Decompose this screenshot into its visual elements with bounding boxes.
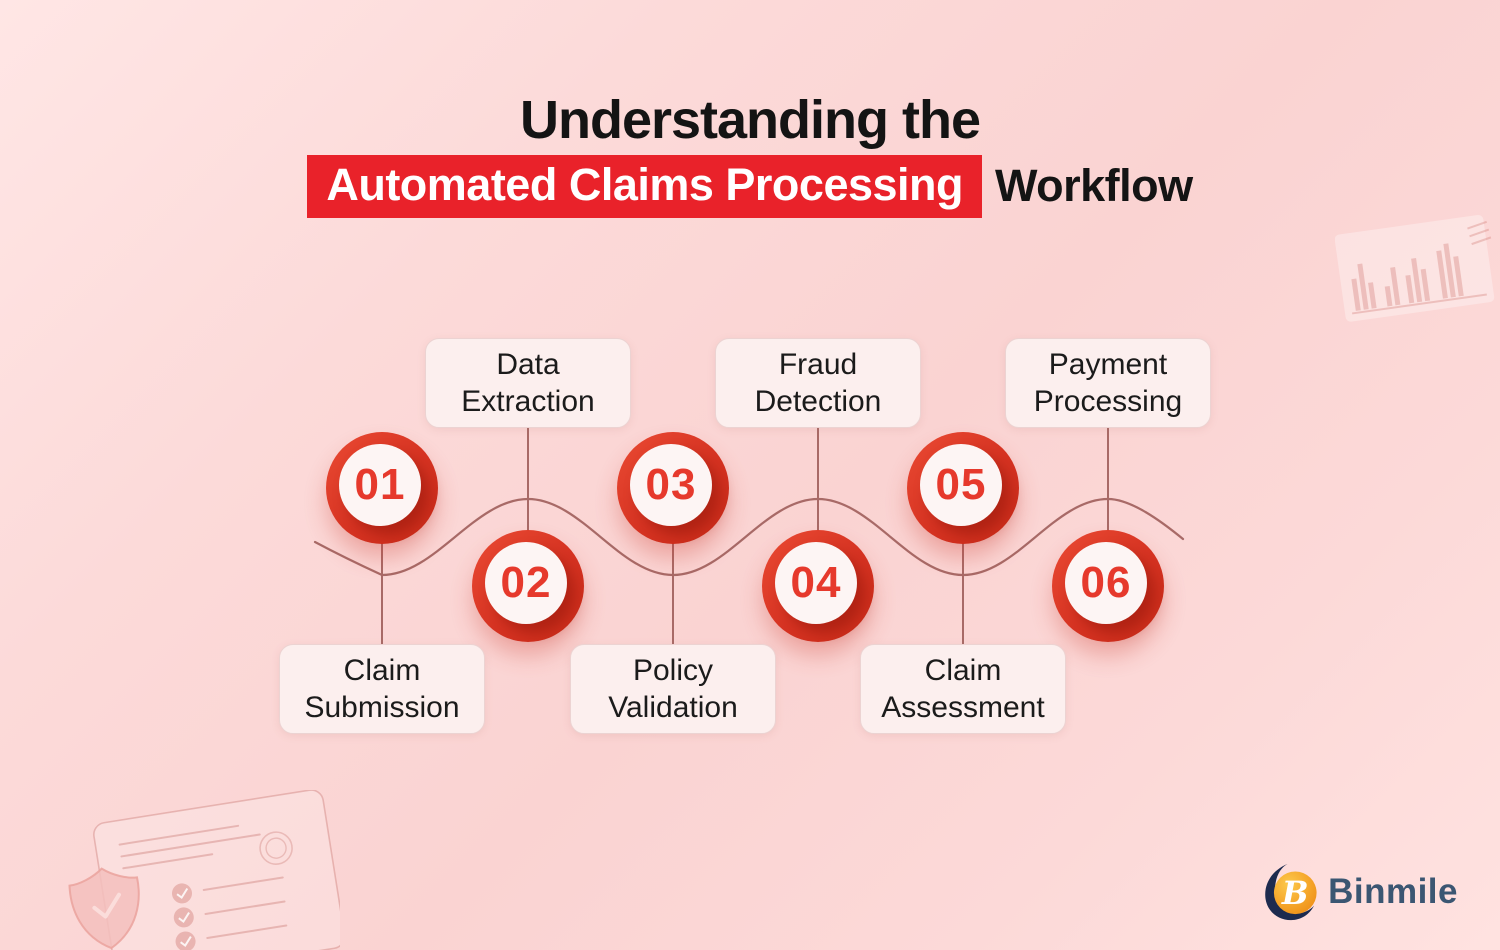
title-line2: Automated Claims Processing Workflow [0, 154, 1500, 218]
step-number-04: 04 [790, 558, 842, 607]
brand-logo: B Binmile [1262, 862, 1458, 922]
step-circle-05-inner: 05 [920, 444, 1002, 526]
step-label-claim-submission: Claim Submission [279, 644, 485, 734]
step-label-claim-assessment: Claim Assessment [860, 644, 1066, 734]
bar-chart-icon [1335, 214, 1495, 322]
step-circle-04: 04 [762, 530, 874, 642]
workflow-wave [313, 497, 1185, 577]
page-title: Understanding the Automated Claims Proce… [0, 92, 1500, 218]
step-label-data-extraction: Data Extraction [425, 338, 631, 428]
step-circle-03: 03 [617, 432, 729, 544]
binmile-logo-icon: B [1265, 863, 1317, 921]
title-line1: Understanding the [519, 90, 981, 150]
step-circle-04-inner: 04 [775, 542, 857, 624]
step-number-01: 01 [354, 460, 406, 509]
title-highlight: Automated Claims Processing [307, 154, 982, 218]
step-number-03: 03 [645, 460, 697, 509]
step-number-02: 02 [500, 558, 552, 607]
step-circle-01: 01 [326, 432, 438, 544]
step-number-06: 06 [1080, 558, 1132, 607]
title-suffix: Workflow [995, 160, 1193, 212]
step-circle-03-inner: 03 [630, 444, 712, 526]
svg-text:B: B [1281, 875, 1309, 912]
step-circle-06-inner: 06 [1065, 542, 1147, 624]
step-circle-02-inner: 02 [485, 542, 567, 624]
step-circle-01-inner: 01 [339, 444, 421, 526]
step-number-05: 05 [935, 460, 987, 509]
step-label-policy-validation: Policy Validation [570, 644, 776, 734]
step-circle-06: 06 [1052, 530, 1164, 642]
brand-logo-text: Binmile [1328, 872, 1458, 911]
document-checklist-icon [68, 790, 340, 950]
step-circle-05: 05 [907, 432, 1019, 544]
step-label-fraud-detection: Fraud Detection [715, 338, 921, 428]
step-label-payment-processing: Payment Processing [1005, 338, 1211, 428]
step-circle-02: 02 [472, 530, 584, 642]
shield-icon [68, 867, 140, 950]
